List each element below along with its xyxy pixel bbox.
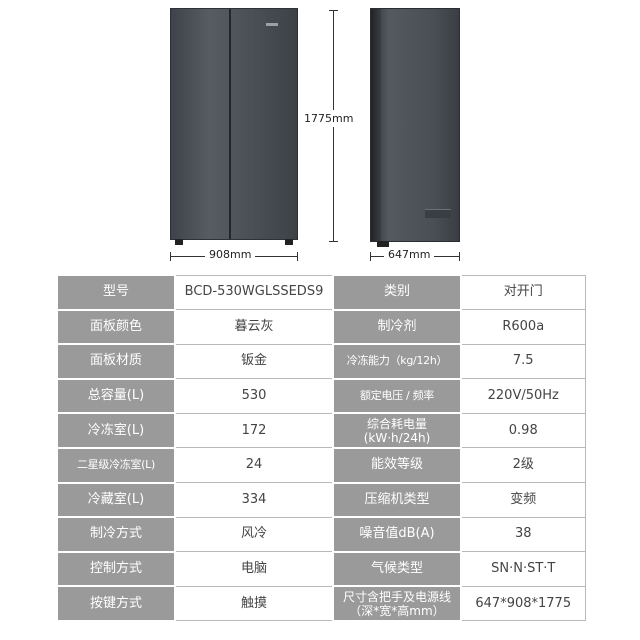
fridge-foot [175,239,183,245]
door-seam [229,9,231,239]
spec-label: 制冷剂 [332,308,462,346]
spec-label: 制冷方式 [56,516,176,553]
fridge-front-view [170,8,298,245]
spec-label: 噪音值dB(A) [332,516,462,553]
spec-value: 38 [460,516,586,553]
spec-value: 172 [174,412,334,449]
spec-value: SN·N·ST·T [460,551,586,587]
spec-value: R600a [460,309,586,345]
height-dimension-label: 1775mm [304,110,354,127]
spec-value: 530 [174,378,334,414]
fridge-foot [285,239,293,245]
spec-label: 面板材质 [56,343,176,380]
spec-label: 能效等级 [332,446,462,484]
spec-label: 二星级冷冻室(L) [56,446,176,484]
brand-logo [266,23,278,26]
spec-label: 尺寸含把手及电源线（深*宽*高mm） [332,585,462,622]
table-row: 制冷方式风冷噪音值dB(A)38 [56,516,586,553]
spec-label: 控制方式 [56,550,176,588]
spec-value: BCD-530WGLSSEDS9 [174,274,334,311]
spec-value: 334 [174,482,334,518]
spec-label: 型号 [56,274,176,311]
spec-value: 钣金 [174,343,334,380]
spec-label: 总容量(L) [56,377,176,415]
spec-label: 冷冻能力（kg/12h） [332,343,462,380]
spec-value: 2级 [460,447,586,484]
spec-label: 气候类型 [332,550,462,588]
width-dimension-label: 908mm [205,248,256,261]
spec-value: 220V/50Hz [460,378,586,414]
spec-label: 面板颜色 [56,308,176,346]
door-edge [371,9,381,241]
spec-value: 触摸 [174,585,334,622]
spec-value: 24 [174,447,334,484]
fridge-foot [377,241,389,247]
spec-label: 压缩机类型 [332,481,462,519]
spec-label: 冷藏室(L) [56,481,176,519]
spec-label: 类别 [332,274,462,311]
depth-dimension-label: 647mm [384,248,435,261]
spec-label: 冷冻室(L) [56,412,176,449]
table-row: 按键方式触摸尺寸含把手及电源线（深*宽*高mm）647*908*1775 [56,585,586,622]
product-images: 1775mm 908mm 647mm [0,0,640,272]
fridge-side-view [370,8,460,247]
table-row: 面板材质钣金冷冻能力（kg/12h）7.5 [56,343,586,380]
spec-value: 0.98 [460,412,586,449]
spec-value: 暮云灰 [174,309,334,345]
spec-value: 对开门 [460,274,586,311]
spec-label: 额定电压 / 频率 [332,377,462,415]
spec-label: 按键方式 [56,585,176,622]
spec-value: 风冷 [174,516,334,553]
spec-value: 647*908*1775 [460,585,586,622]
side-vent [425,209,451,218]
spec-value: 7.5 [460,343,586,380]
spec-label: 综合耗电量(kW·h/24h) [332,412,462,449]
spec-value: 变频 [460,482,586,518]
spec-value: 电脑 [174,551,334,587]
